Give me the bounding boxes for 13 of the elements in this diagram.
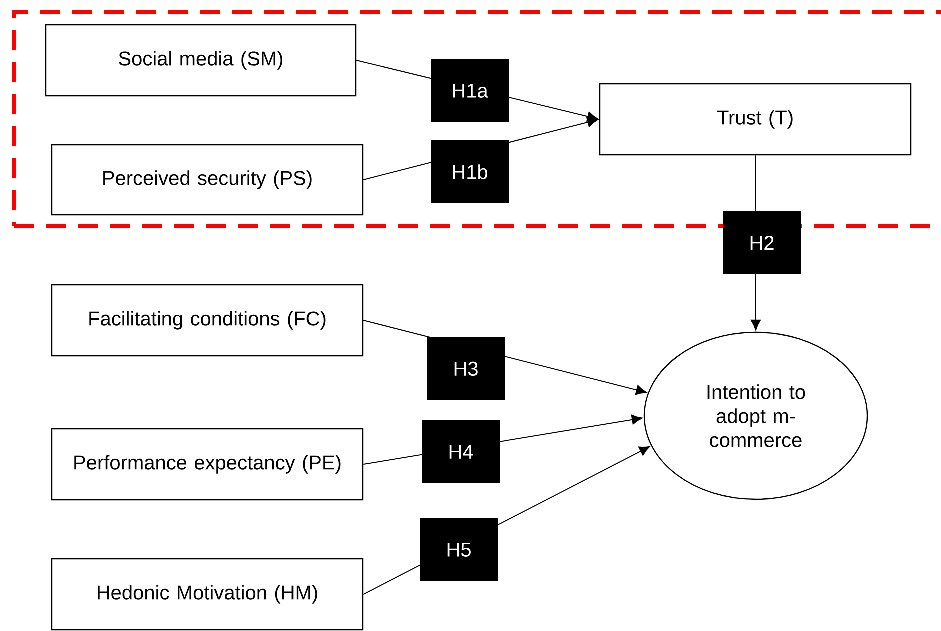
edge-label: H5 <box>420 518 498 582</box>
construct-box: Trust (T) <box>599 83 912 156</box>
group-outline <box>12 10 941 228</box>
construct-box: Hedonic Motivation (HM) <box>51 558 364 631</box>
construct-box: Social media (SM) <box>45 24 357 97</box>
edge-label: H1a <box>431 60 509 122</box>
edge-label: H1b <box>431 140 509 204</box>
edge-label: H2 <box>723 212 802 274</box>
edge-label: H4 <box>422 420 500 484</box>
construct-box: Performance expectancy (PE) <box>51 428 364 501</box>
edge-label: H3 <box>427 338 505 400</box>
construct-box: Facilitating conditions (FC) <box>51 284 364 357</box>
construct-box: Perceived security (PS) <box>51 144 364 216</box>
